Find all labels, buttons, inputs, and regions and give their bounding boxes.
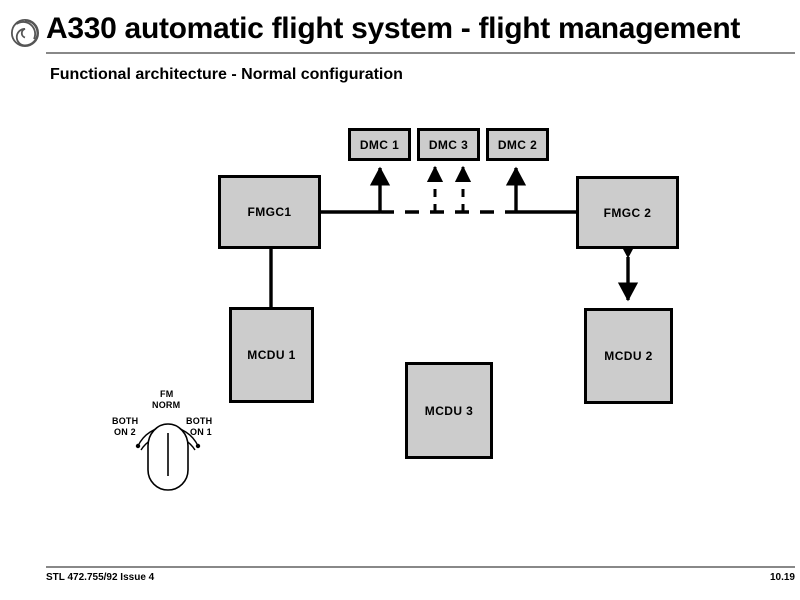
node-dmc1[interactable]: DMC 1 bbox=[348, 128, 411, 161]
node-mcdu2-label: MCDU 2 bbox=[604, 349, 653, 363]
node-fmgc2-label: FMGC 2 bbox=[603, 205, 652, 220]
page-title: A330 automatic flight system - flight ma… bbox=[46, 12, 741, 45]
footer-reference: STL 472.755/92 Issue 4 bbox=[46, 572, 155, 583]
page-subtitle: Functional architecture - Normal configu… bbox=[50, 66, 403, 83]
node-dmc2-label: DMC 2 bbox=[497, 137, 538, 152]
fm-source-selector[interactable]: FM NORM BOTH ON 2 BOTH ON 1 bbox=[108, 388, 228, 493]
selector-left-label-line2: ON 2 bbox=[114, 427, 136, 437]
node-fmgc2[interactable]: FMGC 2 bbox=[576, 176, 679, 249]
selector-left-label-line1: BOTH bbox=[112, 416, 139, 426]
node-mcdu3-label: MCDU 3 bbox=[424, 403, 474, 418]
selector-knob-icon[interactable] bbox=[108, 388, 228, 493]
node-mcdu1[interactable]: MCDU 1 bbox=[229, 307, 314, 403]
node-dmc1-label: DMC 1 bbox=[359, 137, 400, 152]
node-mcdu2[interactable]: MCDU 2 bbox=[584, 308, 673, 404]
node-dmc2[interactable]: DMC 2 bbox=[486, 128, 549, 161]
title-divider bbox=[46, 52, 795, 54]
spiral-logo-icon bbox=[10, 18, 40, 48]
node-fmgc1-label: FMGC1 bbox=[247, 205, 292, 219]
selector-right-label-line2: ON 1 bbox=[190, 427, 212, 437]
node-dmc3-label: DMC 3 bbox=[428, 137, 469, 152]
selector-right-label-line1: BOTH bbox=[186, 416, 213, 426]
selector-top-label-line2: NORM bbox=[152, 400, 181, 410]
selector-top-label-line1: FM bbox=[160, 389, 174, 399]
node-mcdu3[interactable]: MCDU 3 bbox=[405, 362, 493, 459]
node-dmc3[interactable]: DMC 3 bbox=[417, 128, 480, 161]
node-fmgc1[interactable]: FMGC1 bbox=[218, 175, 321, 249]
node-mcdu1-label: MCDU 1 bbox=[247, 348, 296, 362]
slide-header: A330 automatic flight system - flight ma… bbox=[0, 0, 800, 58]
footer-page-number: 10.19 bbox=[769, 572, 795, 583]
footer-divider bbox=[46, 566, 795, 568]
